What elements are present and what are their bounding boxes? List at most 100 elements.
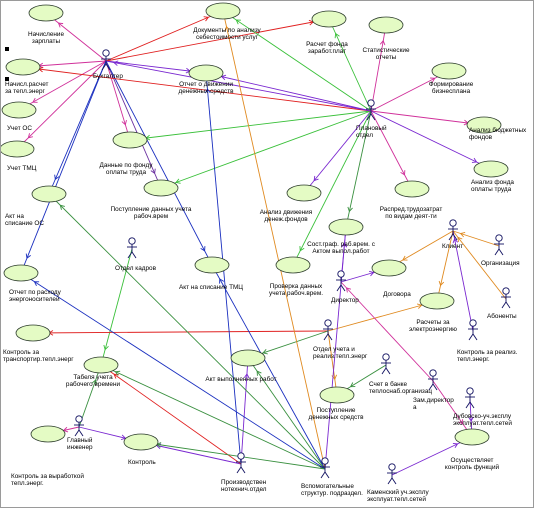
actor-stick-figure[interactable] [501,287,511,309]
actor-stick-figure[interactable] [366,99,376,121]
actor-label: Контроль за реализ. тепл.энерг. [457,349,518,363]
use-case-ellipse[interactable] [28,4,64,22]
association-line[interactable] [45,12,107,62]
use-case-label: Формирование бизнесплана [428,81,474,95]
association-line[interactable] [370,110,492,170]
association-line[interactable] [100,248,133,366]
association-line[interactable] [105,60,162,189]
association-line[interactable] [205,72,372,112]
association-line[interactable] [140,441,242,465]
actor-stick-figure[interactable] [428,369,438,391]
association-line[interactable] [340,281,434,382]
use-case-ellipse[interactable] [112,131,148,149]
use-case-ellipse[interactable] [328,218,364,236]
association-line[interactable] [370,110,485,126]
use-case-ellipse[interactable] [31,185,67,203]
use-case-ellipse[interactable] [419,292,455,310]
association-line[interactable] [20,272,326,470]
actor-stick-figure[interactable] [381,353,391,375]
use-case-ellipse[interactable] [3,264,39,282]
use-case-ellipse[interactable] [466,116,502,134]
use-case-ellipse[interactable] [1,101,37,119]
actor-stick-figure[interactable] [387,463,397,485]
actor-stick-figure[interactable] [74,415,84,437]
association-line[interactable] [303,110,372,194]
arrowhead [224,25,231,32]
association-line[interactable] [247,357,326,470]
association-line[interactable] [222,10,326,470]
association-line[interactable] [140,441,326,470]
use-case-ellipse[interactable] [286,184,322,202]
association-line[interactable] [292,110,372,266]
use-case-ellipse[interactable] [319,386,355,404]
association-line[interactable] [105,10,224,62]
use-case-ellipse[interactable] [205,2,241,20]
association-line[interactable] [48,60,107,195]
association-line[interactable] [129,110,372,141]
association-line[interactable] [452,230,474,332]
association-line[interactable] [22,66,372,112]
association-line[interactable] [240,357,249,465]
use-case-ellipse[interactable] [230,349,266,367]
association-line[interactable] [324,226,347,470]
use-case-ellipse[interactable] [15,324,51,342]
association-line[interactable] [105,60,372,112]
use-case-label: Контроль [128,459,156,466]
association-line[interactable] [20,60,107,274]
use-case-ellipse[interactable] [473,160,509,178]
selection-handle[interactable] [5,77,9,81]
use-case-ellipse[interactable] [83,356,119,374]
use-case-ellipse[interactable] [188,64,224,82]
actor-label: Главный инженер [67,437,93,451]
association-line[interactable] [32,330,329,334]
actor-stick-figure[interactable] [127,237,137,259]
selection-handle[interactable] [5,47,9,51]
actor-stick-figure[interactable] [468,319,478,341]
use-case-ellipse[interactable] [394,180,430,198]
arrowhead [347,206,353,213]
association-line[interactable] [327,300,438,332]
use-case-label: Статистические отчеты [362,47,410,61]
association-line[interactable] [211,264,326,470]
actor-stick-figure[interactable] [236,452,246,474]
association-line[interactable] [160,110,372,189]
use-case-ellipse[interactable] [5,58,41,76]
association-line[interactable] [345,110,372,228]
association-line[interactable] [105,60,131,141]
arrowhead [25,253,31,259]
association-line[interactable] [222,10,372,112]
use-case-ellipse[interactable] [275,256,311,274]
actor-stick-figure[interactable] [494,234,504,256]
use-case-ellipse[interactable] [30,425,66,443]
actor-stick-figure[interactable] [323,319,333,341]
association-line[interactable] [105,18,330,62]
association-line[interactable] [391,436,473,476]
actor-stick-figure[interactable] [465,387,475,409]
association-line[interactable] [327,330,338,396]
use-case-ellipse[interactable] [431,62,467,80]
actor-stick-figure[interactable] [336,270,346,292]
use-case-label: Расчеты за электроэнергию [409,319,457,333]
use-case-ellipse[interactable] [194,256,230,274]
association-line[interactable] [452,230,507,300]
use-case-ellipse[interactable] [368,16,404,34]
use-case-ellipse[interactable] [371,259,407,277]
actor-stick-figure[interactable] [448,219,458,241]
association-line[interactable] [78,364,102,428]
association-line[interactable] [432,380,473,438]
association-line[interactable] [48,193,326,470]
use-case-ellipse[interactable] [1,140,35,158]
association-line[interactable] [370,70,450,112]
association-line[interactable] [100,364,242,465]
association-line[interactable] [370,24,387,112]
actor-stick-figure[interactable] [320,457,330,479]
actor-stick-figure[interactable] [101,49,111,71]
use-case-ellipse[interactable] [454,428,490,446]
association-line[interactable] [436,230,454,302]
use-case-ellipse[interactable] [143,179,179,197]
use-case-ellipse[interactable] [123,433,159,451]
association-line[interactable] [100,364,326,470]
use-case-ellipse[interactable] [311,10,347,28]
association-line[interactable] [370,110,413,190]
association-line[interactable] [105,60,213,266]
